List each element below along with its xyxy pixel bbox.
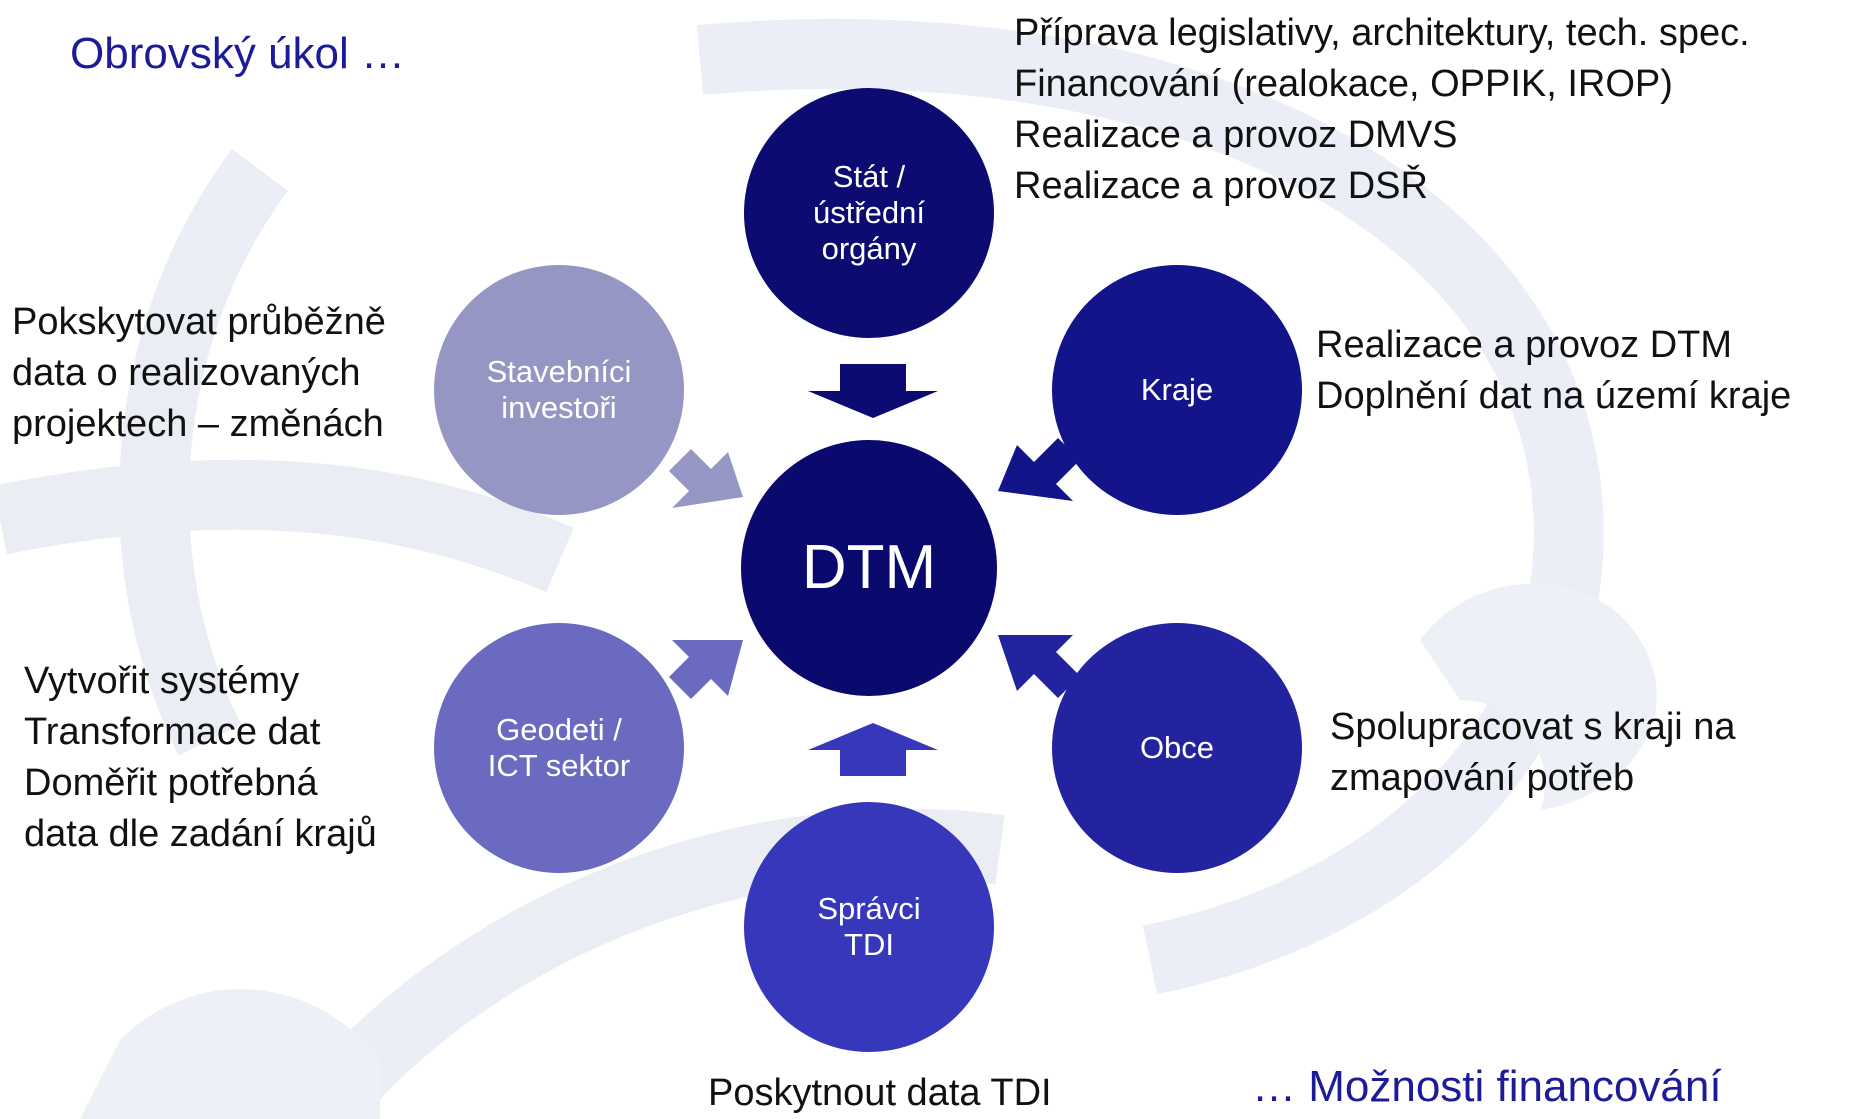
title-bottom: … Možnosti financování [1252, 1062, 1722, 1111]
description-line: data dle zadání krajů [24, 813, 377, 855]
description-stavebnici: Pokskytovat průběžně data o realizovanýc… [12, 297, 386, 450]
description-line: projektech – změnách [12, 403, 384, 445]
center-dtm-circle: DTM [741, 440, 997, 696]
description-line: Doplnění dat na území kraje [1316, 375, 1792, 417]
node-kraje-circle: Kraje [1052, 265, 1302, 515]
description-line: Spolupracovat s kraji na [1330, 706, 1736, 748]
description-stat: Příprava legislativy, architektury, tech… [1014, 8, 1750, 212]
description-line: Realizace a provoz DSŘ [1014, 165, 1428, 207]
arrow-upper-left-icon [669, 449, 743, 508]
description-line: data o realizovaných [12, 352, 361, 394]
description-line: Realizace a provoz DMVS [1014, 114, 1458, 156]
title-top: Obrovský úkol … [70, 29, 405, 78]
description-line: Příprava legislativy, architektury, tech… [1014, 12, 1750, 54]
node-obce-circle: Obce [1052, 623, 1302, 873]
description-line: Transformace dat [24, 711, 321, 753]
node-stat-circle: Stát / ústřední orgány [744, 88, 994, 338]
node-spravci-circle: Správci TDI [744, 802, 994, 1052]
description-line: Financování (realokace, OPPIK, IROP) [1014, 63, 1673, 105]
arrow-down-icon [808, 364, 938, 418]
description-line: Realizace a provoz DTM [1316, 324, 1733, 366]
description-line: Poskytnout data TDI [708, 1072, 1052, 1114]
node-geodeti-circle: Geodeti / ICT sektor [434, 623, 684, 873]
description-spravci: Poskytnout data TDI [708, 1068, 1052, 1119]
description-line: Pokskytovat průběžně [12, 301, 386, 343]
description-geodeti: Vytvořit systémy Transformace dat Doměři… [24, 656, 377, 860]
description-line: Vytvořit systémy [24, 660, 300, 702]
description-line: Doměřit potřebná [24, 762, 318, 804]
arrow-lower-left-icon [669, 640, 743, 699]
arrow-upper-right-icon [998, 438, 1080, 501]
description-kraje: Realizace a provoz DTM Doplnění dat na ú… [1316, 320, 1791, 422]
description-line: zmapování potřeb [1330, 757, 1635, 799]
description-obce: Spolupracovat s kraji na zmapování potře… [1330, 702, 1736, 804]
node-stavebnici-circle: Stavebníci investoři [434, 265, 684, 515]
arrow-lower-right-icon [998, 635, 1080, 698]
arrow-up-icon [808, 723, 938, 776]
